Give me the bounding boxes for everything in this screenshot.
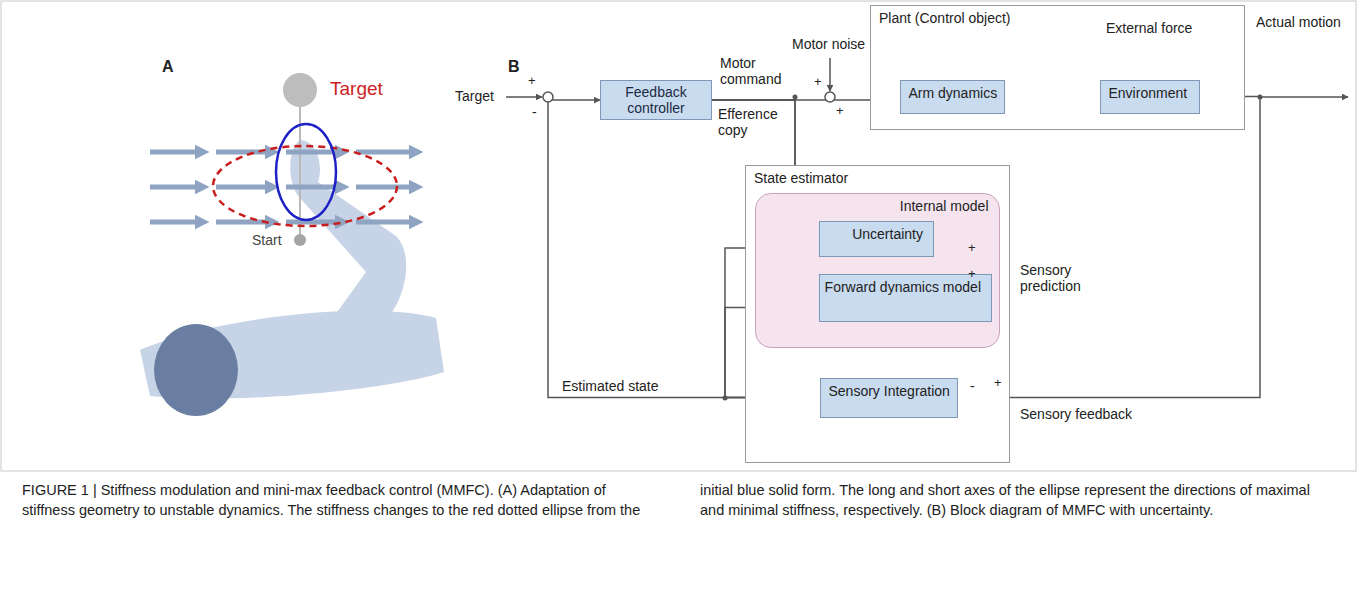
sign-mark: + [814, 75, 822, 90]
signal-label: External force [1106, 20, 1192, 36]
process-box: Environment [1100, 80, 1200, 114]
box-label: Uncertainty [852, 226, 923, 242]
target-label: Target [330, 78, 383, 100]
signal-label: Efference copy [718, 106, 792, 138]
initial-stiffness-ellipse [276, 124, 336, 220]
start-label: Start [252, 232, 282, 248]
group-heading: Internal model [900, 198, 989, 214]
figure-frame [1, 1, 1356, 471]
sign-mark: - [970, 378, 975, 394]
force-field-arrows [150, 152, 416, 222]
figure-caption: FIGURE 1 | Stiffness modulation and mini… [22, 480, 1332, 520]
signal-label: Sensory feedback [1020, 406, 1132, 422]
sign-mark: + [836, 104, 844, 119]
process-box: Arm dynamics [900, 80, 1005, 114]
process-box: Forward dynamics model [819, 274, 992, 322]
sign-mark: + [968, 267, 976, 282]
process-box: Uncertainty [819, 221, 934, 257]
signal-label: Motor noise [792, 36, 865, 52]
signal-label: Sensory prediction [1020, 262, 1110, 294]
box-label: Forward dynamics model [825, 279, 981, 295]
group-heading: State estimator [754, 170, 848, 186]
group-heading: Plant (Control object) [879, 10, 1011, 26]
signal-label: Estimated state [562, 378, 659, 394]
box-label: Arm dynamics [909, 85, 998, 101]
process-box: Sensory Integration [820, 378, 958, 418]
estimator-group: State estimatorInternal modelUncertainty… [745, 165, 1010, 463]
signal-label: Motor command [720, 55, 792, 87]
arm-illustration [140, 140, 444, 416]
signal-label: Target [455, 88, 494, 104]
path-line [299, 90, 301, 240]
signal-label: Actual motion [1256, 14, 1341, 30]
panel-letter: A [162, 58, 174, 76]
box-label: Environment [1109, 85, 1188, 101]
target-circle [283, 73, 317, 107]
box-label: Feedback controller [607, 84, 705, 116]
controller-box: Feedback controller [600, 80, 712, 120]
sign-mark: - [532, 104, 537, 120]
diagram-root: Feedback controller Plant (Control object… [0, 0, 1357, 470]
panel-letter: B [508, 58, 520, 76]
start-dot [294, 234, 306, 246]
sign-mark: + [968, 241, 976, 256]
sign-mark: + [528, 74, 536, 89]
internal-model-group: Internal modelUncertaintyForward dynamic… [755, 193, 1000, 348]
sign-mark: + [994, 376, 1002, 391]
adapted-stiffness-ellipse [213, 146, 397, 226]
box-label: Sensory Integration [829, 383, 950, 399]
